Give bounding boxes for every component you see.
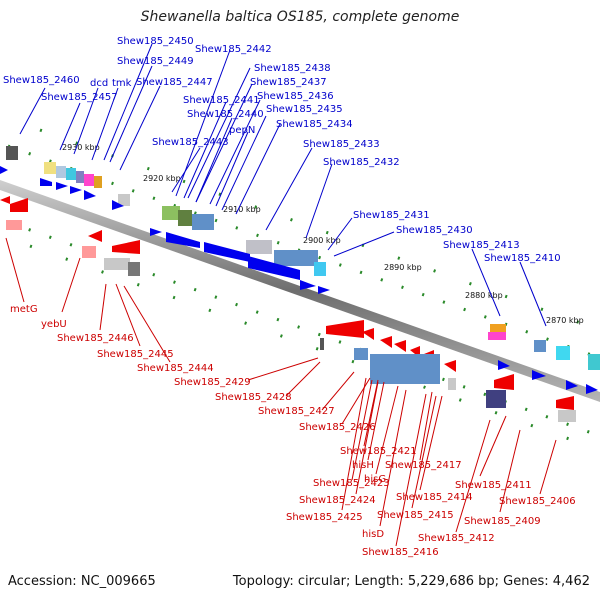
kbp-2910: 2910 kbp <box>223 205 261 214</box>
label-shew185-2423: Shew185_2423 <box>313 478 390 489</box>
accession-text: Accession: NC_009665 <box>8 574 156 589</box>
reverse-leaders <box>5 237 557 547</box>
label-shew185-2441: Shew185_2441 <box>183 95 260 106</box>
label-shew185-2445: Shew185_2445 <box>97 349 174 360</box>
label-shew185-2406: Shew185_2406 <box>499 496 576 507</box>
inner-scale-tracks <box>29 128 600 452</box>
label-shew185-2437: Shew185_2437 <box>250 77 327 88</box>
label-shew185-2424: Shew185_2424 <box>299 495 376 506</box>
label-shew185-2414: Shew185_2414 <box>396 492 473 503</box>
label-shew185-2433: Shew185_2433 <box>303 139 380 150</box>
reverse-labels: metG yebU Shew185_2446 Shew185_2445 Shew… <box>10 304 576 558</box>
label-shew185-2449: Shew185_2449 <box>117 56 194 67</box>
forward-leaders <box>19 43 547 327</box>
label-shew185-2460: Shew185_2460 <box>3 75 80 86</box>
label-shew185-2417: Shew185_2417 <box>385 460 462 471</box>
label-shew185-2443: Shew185_2443 <box>152 137 229 148</box>
label-shew185-2440: Shew185_2440 <box>187 109 264 120</box>
kbp-2880: 2880 kbp <box>465 291 503 300</box>
label-shew185-2428: Shew185_2428 <box>215 392 292 403</box>
label-hisd: hisD <box>362 529 384 540</box>
label-shew185-2432: Shew185_2432 <box>323 157 400 168</box>
label-shew185-2413: Shew185_2413 <box>443 240 520 251</box>
kbp-2920: 2920 kbp <box>143 174 181 183</box>
label-shew185-2431: Shew185_2431 <box>353 210 430 221</box>
label-shew185-2421: Shew185_2421 <box>340 446 417 457</box>
label-hish: hisH <box>352 460 374 471</box>
label-tmk: tmk <box>112 78 132 89</box>
label-shew185-2446: Shew185_2446 <box>57 333 134 344</box>
genome-summary-text: Topology: circular; Length: 5,229,686 bp… <box>232 574 590 589</box>
label-dcd: dcd <box>90 78 108 89</box>
label-shew185-2426: Shew185_2426 <box>299 422 376 433</box>
label-shew185-2412: Shew185_2412 <box>418 533 495 544</box>
kbp-2900: 2900 kbp <box>303 236 341 245</box>
label-hisg: hisG <box>364 474 386 485</box>
label-shew185-2434: Shew185_2434 <box>276 119 353 130</box>
forward-labels: Shew185_2450 Shew185_2442 Shew185_2449 S… <box>3 36 561 264</box>
genome-backbone <box>0 180 600 402</box>
label-shew185-2427: Shew185_2427 <box>258 406 335 417</box>
forward-genes <box>0 146 600 394</box>
label-shew185-2429: Shew185_2429 <box>174 377 251 388</box>
label-shew185-2425: Shew185_2425 <box>286 512 363 523</box>
label-shew185-2442: Shew185_2442 <box>195 44 272 55</box>
reverse-genes <box>0 196 576 422</box>
label-shew185-2415: Shew185_2415 <box>377 510 454 521</box>
label-shew185-2435: Shew185_2435 <box>266 104 343 115</box>
label-shew185-2450: Shew185_2450 <box>117 36 194 47</box>
kbp-2930: 2930 kbp <box>62 143 100 152</box>
label-shew185-2410: Shew185_2410 <box>484 253 561 264</box>
label-shew185-2409: Shew185_2409 <box>464 516 541 527</box>
label-shew185-2416: Shew185_2416 <box>362 547 439 558</box>
map-title: Shewanella baltica OS185, complete genom… <box>140 9 460 25</box>
label-shew185-2430: Shew185_2430 <box>396 225 473 236</box>
label-shew185-2411: Shew185_2411 <box>455 480 532 491</box>
label-metg: metG <box>10 304 38 315</box>
label-shew185-2457: Shew185_2457 <box>41 92 118 103</box>
label-shew185-2438: Shew185_2438 <box>254 63 331 74</box>
kbp-2870: 2870 kbp <box>546 316 584 325</box>
label-shew185-2447: Shew185_2447 <box>136 77 213 88</box>
label-shew185-2444: Shew185_2444 <box>137 363 214 374</box>
kbp-2890: 2890 kbp <box>384 263 422 272</box>
label-pepn: pepN <box>229 125 255 136</box>
label-shew185-2436: Shew185_2436 <box>257 91 334 102</box>
kbp-labels: 2930 kbp 2920 kbp 2910 kbp 2900 kbp 2890… <box>62 143 584 325</box>
label-yebu: yebU <box>41 319 67 330</box>
